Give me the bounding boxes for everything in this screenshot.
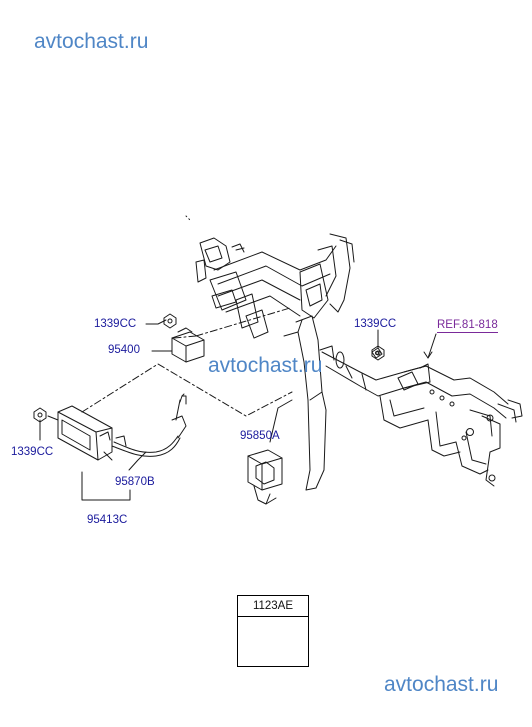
label-bolt-right: 1339CC — [354, 318, 397, 330]
reference-link[interactable]: REF.81-818 — [437, 319, 498, 333]
label-cable-95870b: 95870B — [115, 476, 155, 488]
label-module-95400: 95400 — [108, 344, 140, 356]
label-bolt-left: 1339CC — [11, 446, 54, 458]
watermark-center: avtochast.ru — [208, 354, 323, 377]
phantom-lines — [81, 307, 293, 417]
label-bolt-upper-left: 1339CC — [94, 318, 137, 330]
watermark-bottom: avtochast.ru — [384, 673, 499, 696]
module-95400 — [171, 327, 205, 363]
cable-95870b — [111, 393, 187, 457]
bracket-95850a — [247, 449, 283, 505]
legend-box: 1123AE — [237, 595, 309, 667]
legend-title: 1123AE — [238, 596, 308, 617]
bolt-right — [371, 345, 385, 361]
bolt-upper-left — [163, 313, 177, 329]
module-95413c — [47, 405, 113, 461]
label-bracket-95850a: 95850A — [240, 430, 280, 442]
bolt-left — [33, 407, 47, 423]
watermark-top: avtochast.ru — [34, 30, 149, 53]
cowl-cross-bar — [185, 215, 523, 491]
leader-lines — [39, 319, 437, 501]
label-module-95413c: 95413C — [87, 514, 128, 526]
